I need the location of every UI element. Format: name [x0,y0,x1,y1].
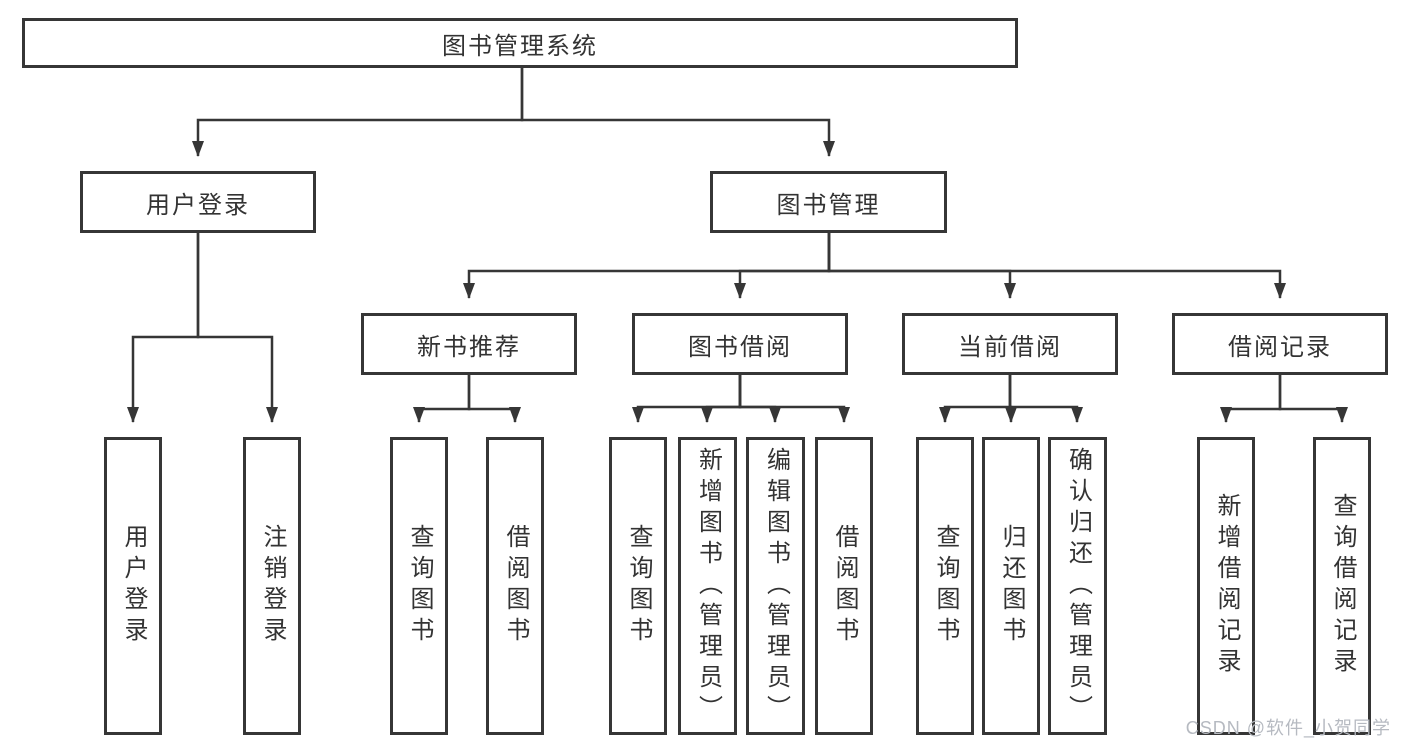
leaf-logout: 注销登录 [243,437,301,735]
leaf-borrow-books-borrow-label: 借阅图书 [831,524,858,648]
node-book-management: 图书管理 [710,171,947,233]
edge-root-user-login [192,68,524,157]
edge-userlogin-leaf1 [127,233,200,423]
leaf-confirm-return-admin: 确认归还（管理员） [1048,437,1107,735]
node-user-login: 用户登录 [80,171,316,233]
leaf-query-borrow-record: 查询借阅记录 [1313,437,1371,735]
node-root-label: 图书管理系统 [442,32,598,60]
node-user-login-label: 用户登录 [146,191,250,219]
edge-bookborrow-leaf2 [701,375,742,423]
leaf-add-borrow-record: 新增借阅记录 [1197,437,1255,735]
leaf-query-books-borrow: 查询图书 [609,437,667,735]
edge-root-book-mgmt [520,68,835,157]
node-new-book-recommend: 新书推荐 [361,313,577,375]
edge-bookmgmt-newbookrec [463,233,831,299]
edge-bookborrow-leaf4 [738,375,850,423]
leaf-query-books-borrow-label: 查询图书 [625,524,652,648]
edge-bookmgmt-borrowrecords [827,233,1286,299]
node-borrow-records: 借阅记录 [1172,313,1388,375]
edge-bookmgmt-bookborrow [734,233,831,299]
leaf-borrow-books-recommend-label: 借阅图书 [502,524,529,648]
leaf-query-books-recommend-label: 查询图书 [406,524,433,648]
leaf-borrow-books-borrow: 借阅图书 [815,437,873,735]
edge-borrowrecords-leaf1 [1220,375,1282,423]
node-book-management-label: 图书管理 [776,191,881,219]
edge-currentborrow-leaf3 [1008,375,1083,423]
node-book-borrow: 图书借阅 [632,313,848,375]
node-new-book-recommend-label: 新书推荐 [417,333,521,361]
node-borrow-records-label: 借阅记录 [1228,333,1332,361]
leaf-query-borrow-record-label: 查询借阅记录 [1329,493,1356,679]
leaf-add-borrow-record-label: 新增借阅记录 [1213,493,1240,679]
leaf-user-login-label: 用户登录 [120,524,147,648]
leaf-add-book-admin-label: 新增图书（管理员） [694,446,722,726]
leaf-return-books-label: 归还图书 [998,524,1025,648]
leaf-borrow-books-recommend: 借阅图书 [486,437,544,735]
node-current-borrow: 当前借阅 [902,313,1118,375]
edge-bookborrow-leaf3 [738,375,781,423]
edge-currentborrow-leaf1 [939,375,1012,423]
edge-newbookrec-leaf2 [467,375,521,423]
edge-userlogin-leaf2 [196,233,278,423]
edge-currentborrow-leaf2 [1005,375,1017,423]
leaf-query-books-recommend: 查询图书 [390,437,448,735]
node-current-borrow-label: 当前借阅 [958,333,1062,361]
leaf-query-books-current-label: 查询图书 [932,524,959,648]
edge-bookborrow-leaf1 [632,375,742,423]
leaf-edit-book-admin-label: 编辑图书（管理员） [762,446,790,726]
leaf-query-books-current: 查询图书 [916,437,974,735]
node-root: 图书管理系统 [22,18,1018,68]
leaf-add-book-admin: 新增图书（管理员） [678,437,737,735]
leaf-edit-book-admin: 编辑图书（管理员） [746,437,805,735]
leaf-logout-label: 注销登录 [259,524,286,648]
leaf-return-books: 归还图书 [982,437,1040,735]
leaf-confirm-return-admin-label: 确认归还（管理员） [1064,446,1092,726]
node-book-borrow-label: 图书借阅 [688,333,792,361]
edge-newbookrec-leaf1 [413,375,471,423]
edge-borrowrecords-leaf2 [1278,375,1348,423]
leaf-user-login: 用户登录 [104,437,162,735]
edge-bookmgmt-currentborrow [827,233,1016,299]
